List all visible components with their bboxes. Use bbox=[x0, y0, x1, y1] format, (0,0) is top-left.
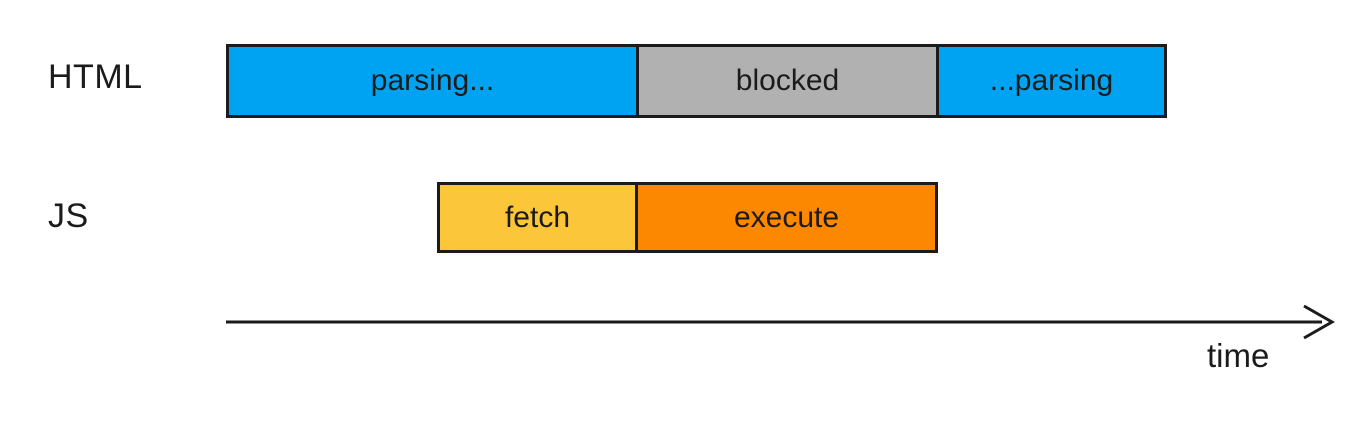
segment-execute: execute bbox=[638, 185, 935, 250]
segment-fetch: fetch bbox=[440, 185, 638, 250]
segment-parsing-after-label: ...parsing bbox=[989, 64, 1114, 97]
row-label-html: HTML bbox=[48, 58, 143, 96]
segment-blocked: blocked bbox=[639, 47, 939, 115]
segment-parsing-before-label: parsing... bbox=[370, 64, 495, 97]
segment-fetch-label: fetch bbox=[504, 200, 571, 234]
time-axis-label: time bbox=[1207, 337, 1270, 374]
row-label-js: JS bbox=[48, 197, 89, 235]
segment-parsing-before: parsing... bbox=[229, 47, 639, 115]
segment-blocked-label: blocked bbox=[735, 64, 840, 97]
segment-parsing-after: ...parsing bbox=[939, 47, 1164, 115]
html-timeline-bar: parsing... blocked ...parsing bbox=[226, 44, 1167, 118]
segment-execute-label: execute bbox=[733, 200, 840, 234]
js-timeline-bar: fetch execute bbox=[437, 182, 938, 253]
time-axis-arrow bbox=[226, 304, 1336, 340]
arrowhead-icon bbox=[1303, 304, 1336, 340]
